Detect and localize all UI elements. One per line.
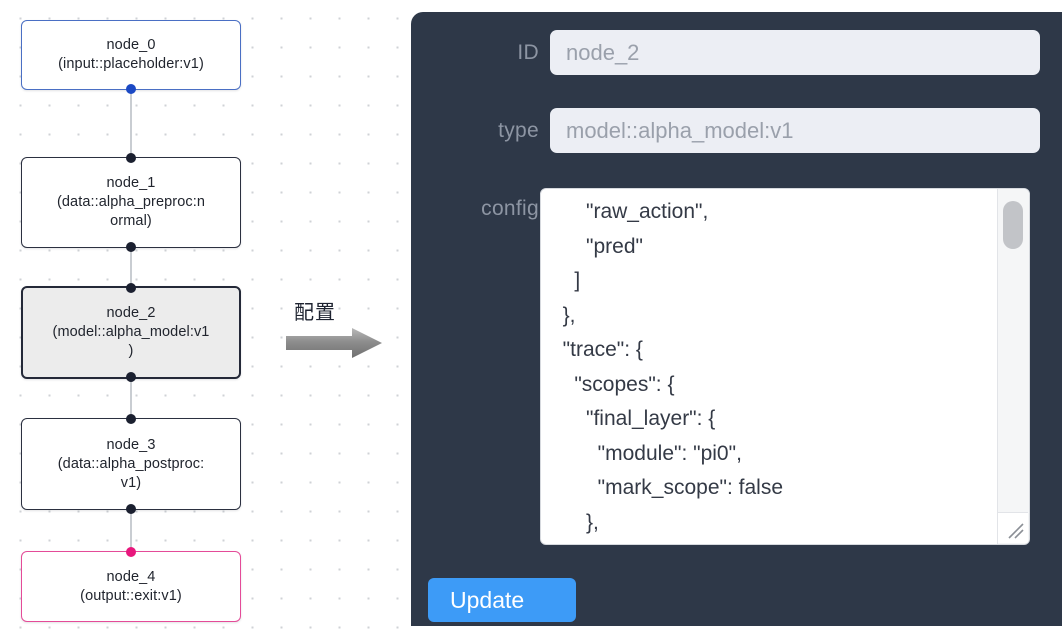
arrow-right-icon	[286, 328, 384, 363]
field-row-type: type	[411, 108, 1062, 153]
node-handle-source-icon[interactable]	[126, 242, 136, 252]
edge-node1-node2	[130, 247, 132, 286]
config-scrollbar[interactable]	[997, 189, 1029, 544]
config-textarea[interactable]: "raw_action", "pred" ] }, "trace": { "sc…	[562, 200, 783, 534]
config-textarea-wrapper[interactable]: "raw_action", "pred" ] }, "trace": { "sc…	[540, 188, 1030, 545]
graph-node-node_3[interactable]: node_3 (data::alpha_postproc: v1)	[21, 414, 241, 514]
node-handle-source-icon[interactable]	[126, 372, 136, 382]
graph-node-label: node_0 (input::placeholder:v1)	[58, 37, 204, 72]
node-inspector-panel: ID type config "raw_action", "pred" ] },…	[411, 12, 1062, 626]
graph-node-label: node_1 (data::alpha_preproc:n ormal)	[56, 175, 206, 229]
id-field-label: ID	[517, 40, 539, 64]
edge-node3-node4	[130, 510, 132, 550]
graph-node-node_1[interactable]: node_1 (data::alpha_preproc:n ormal)	[21, 153, 241, 252]
type-input[interactable]	[550, 108, 1040, 153]
config-scrollbar-thumb[interactable]	[1003, 201, 1023, 249]
node-handle-source-icon[interactable]	[126, 84, 136, 94]
graph-node-node_4[interactable]: node_4 (output::exit:v1)	[21, 547, 241, 622]
node-handle-target-icon[interactable]	[126, 283, 136, 293]
node-handle-target-icon[interactable]	[126, 153, 136, 163]
graph-node-label: node_2 (model::alpha_model:v1 )	[52, 305, 210, 359]
field-row-id: ID	[411, 30, 1062, 75]
node-handle-target-icon[interactable]	[126, 414, 136, 424]
type-field-label: type	[498, 118, 539, 142]
graph-node-node_0[interactable]: node_0 (input::placeholder:v1)	[21, 20, 241, 94]
graph-node-node_2[interactable]: node_2 (model::alpha_model:v1 )	[21, 283, 241, 382]
graph-canvas[interactable]: node_0 (input::placeholder:v1) node_1 (d…	[0, 0, 420, 643]
node-handle-source-icon[interactable]	[126, 504, 136, 514]
update-button[interactable]: Update	[428, 578, 576, 622]
graph-node-label: node_3 (data::alpha_postproc: v1)	[57, 436, 205, 491]
annotation-label: 配置	[294, 300, 336, 324]
resize-grip-icon[interactable]	[998, 512, 1028, 543]
config-field-label: config	[481, 197, 539, 220]
node-handle-target-icon[interactable]	[126, 547, 136, 557]
edge-node2-node3	[130, 378, 132, 418]
id-input[interactable]	[550, 30, 1040, 75]
edge-node0-node1	[130, 89, 132, 158]
annotation-arrow-group: 配置	[286, 296, 394, 362]
graph-node-label: node_4 (output::exit:v1)	[80, 568, 182, 604]
